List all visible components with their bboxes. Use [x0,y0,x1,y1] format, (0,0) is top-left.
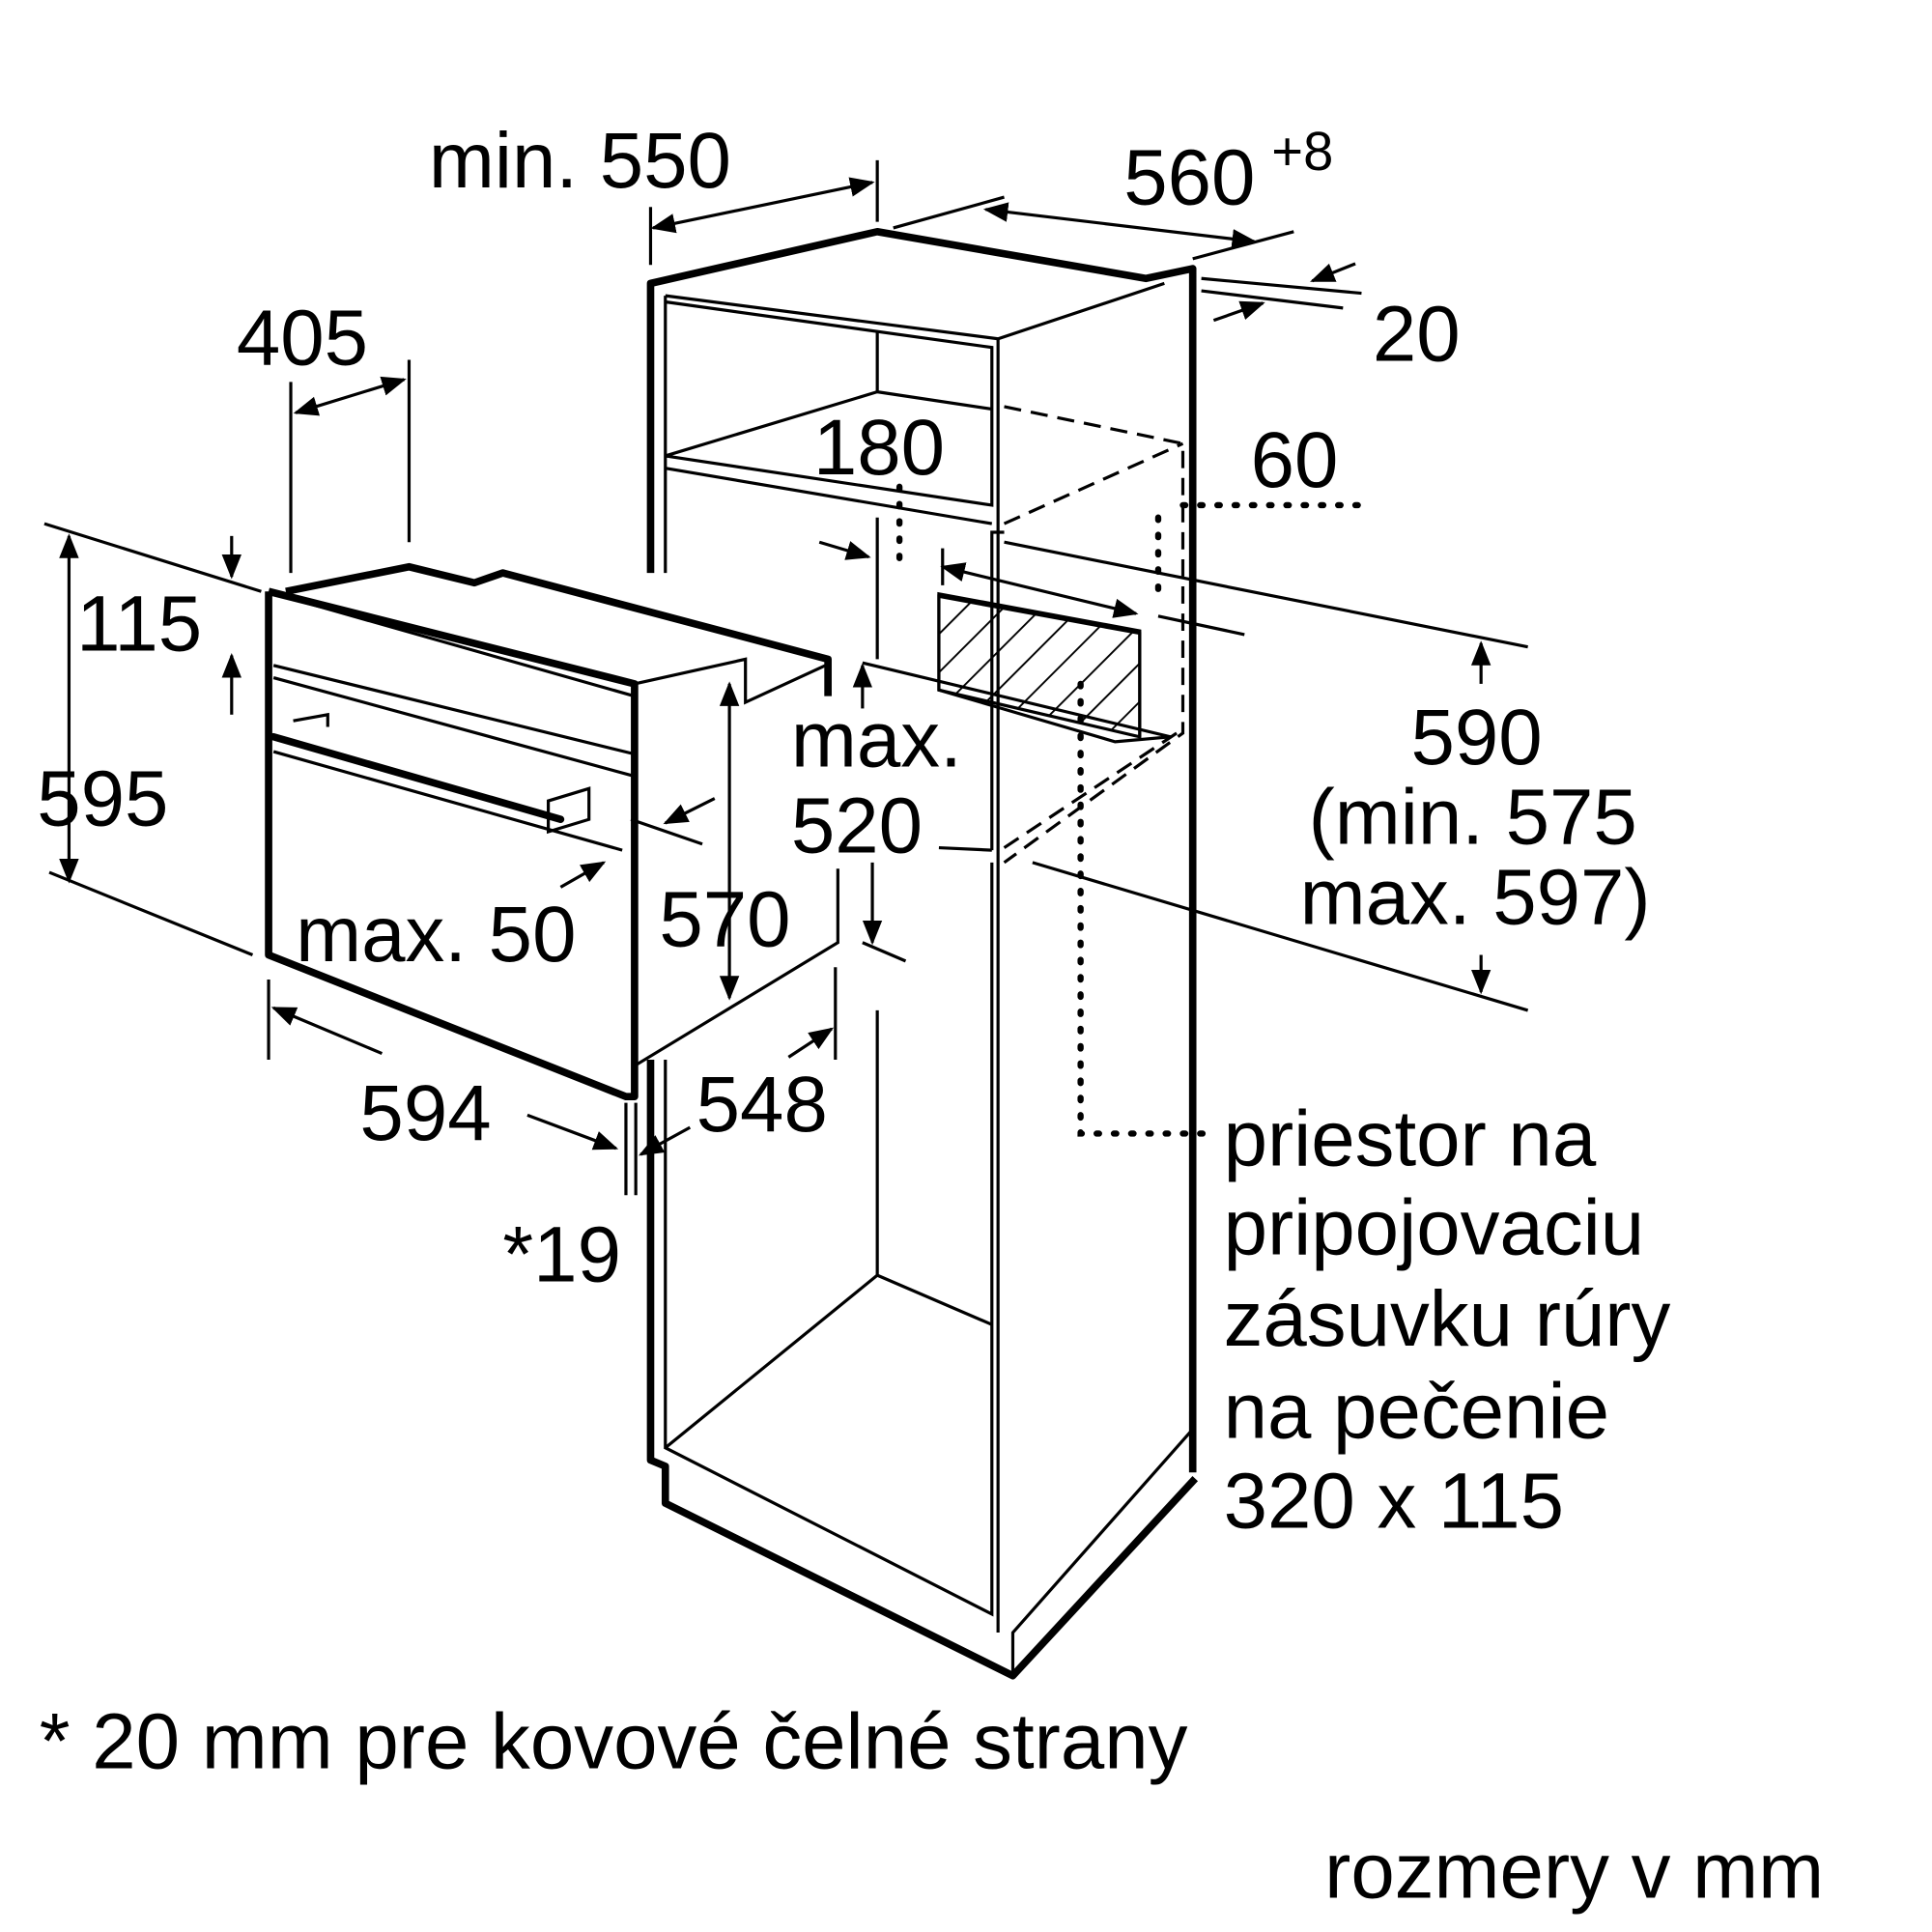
label-560: 560 [1123,134,1255,222]
label-594: 594 [359,1069,491,1157]
label-max-50: max. 50 [296,891,576,979]
label-180: 180 [813,404,945,492]
note-line: priestor na [1224,1095,1597,1183]
label-520: 520 [791,782,923,870]
label-max: max. [791,696,962,783]
units-note: rozmery v mm [1324,1827,1824,1915]
note-line: 320 x 115 [1224,1458,1565,1546]
note-line: zásuvku rúry [1224,1275,1671,1363]
footnote: * 20 mm pre kovové čelné strany [40,1697,1188,1785]
label-405: 405 [237,295,368,383]
note-line: na pečenie [1224,1368,1609,1456]
label-570: 570 [659,876,790,964]
label-560-tolerance: +8 [1271,121,1333,182]
label-115: 115 [76,580,202,668]
cabinet [646,227,1529,1680]
label-548: 548 [696,1061,828,1149]
label-19: *19 [502,1211,621,1299]
label-20: 20 [1373,291,1461,379]
label-min-550: min. 550 [429,117,731,205]
label-590: 590 [1410,694,1542,781]
label-min-575: (min. 575 [1309,774,1637,862]
socket-note: priestor na pripojovaciu zásuvku rúry na… [1224,1095,1671,1546]
oven [265,562,839,1101]
socket-area-hatch [937,594,1142,739]
label-595: 595 [37,755,168,843]
dimension-lines [43,159,1492,1196]
note-line: pripojovaciu [1224,1183,1645,1271]
label-max-597: max. 597) [1300,854,1651,942]
label-60: 60 [1251,416,1339,504]
